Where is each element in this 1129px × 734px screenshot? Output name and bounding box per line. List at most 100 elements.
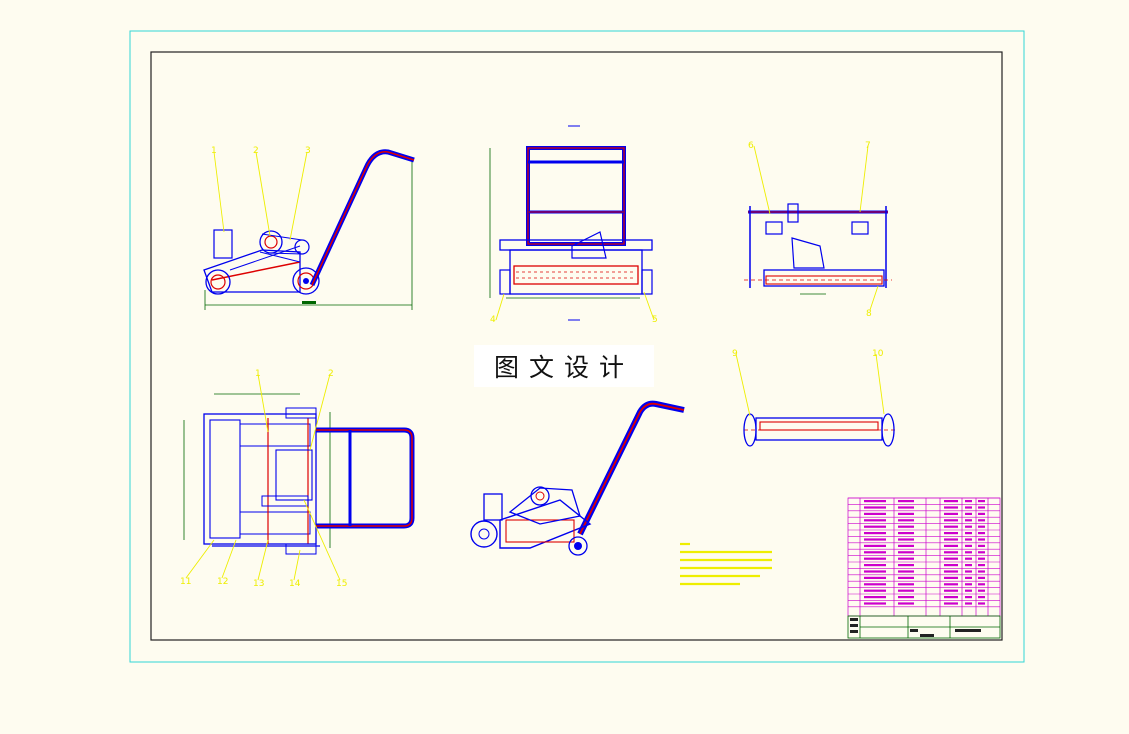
table-cell-fill — [864, 557, 886, 560]
table-cell-fill — [978, 512, 985, 515]
front-callout-1: 1 — [211, 146, 217, 156]
table-cell-fill — [898, 551, 914, 554]
table-cell-fill — [864, 583, 886, 586]
table-cell-fill — [978, 544, 985, 547]
table-cell-fill — [864, 532, 886, 535]
top-callout-2: 2 — [328, 369, 334, 379]
table-cell-fill — [864, 564, 886, 567]
table-cell-fill — [864, 500, 886, 503]
front-view: 1 2 3 — [203, 146, 415, 310]
table-cell-fill — [898, 596, 914, 599]
table-cell-fill — [944, 570, 958, 573]
table-cell-fill — [978, 500, 985, 503]
side-view: 4 5 — [489, 125, 658, 325]
table-cell-fill — [944, 532, 958, 535]
table-cell-fill — [898, 512, 914, 515]
table-cell-fill — [978, 538, 985, 541]
table-cell-fill — [978, 506, 985, 509]
table-cell-fill — [978, 557, 985, 560]
table-cell-fill — [978, 525, 985, 528]
table-cell-fill — [944, 583, 958, 586]
table-cell-fill — [864, 551, 886, 554]
table-cell-fill — [898, 570, 914, 573]
table-cell-fill — [965, 506, 972, 509]
table-cell-fill — [898, 557, 914, 560]
table-cell-fill — [898, 532, 914, 535]
table-cell-fill — [965, 557, 972, 560]
outer-border — [129, 30, 1025, 663]
table-cell-fill — [944, 589, 958, 592]
table-cell-fill — [898, 576, 914, 579]
top-callout-13: 13 — [253, 579, 264, 589]
table-cell-fill — [864, 576, 886, 579]
table-cell-fill — [864, 596, 886, 599]
table-cell-fill — [965, 602, 972, 605]
table-cell-fill — [898, 602, 914, 605]
table-cell-fill — [965, 544, 972, 547]
table-cell-fill — [944, 576, 958, 579]
table-cell-fill — [965, 596, 972, 599]
inner-border — [150, 51, 1003, 641]
table-cell-fill — [898, 538, 914, 541]
table-cell-fill — [944, 500, 958, 503]
parts-table — [847, 497, 1001, 617]
side-callout-4: 4 — [490, 315, 496, 325]
table-cell-fill — [965, 512, 972, 515]
bb-callout-9: 9 — [732, 349, 738, 359]
table-cell-fill — [978, 576, 985, 579]
table-cell-fill — [978, 596, 985, 599]
table-cell-fill — [944, 506, 958, 509]
table-cell-fill — [898, 564, 914, 567]
table-cell-fill — [965, 538, 972, 541]
front-callout-2: 2 — [253, 146, 259, 156]
table-cell-fill — [864, 544, 886, 547]
table-cell-fill — [898, 583, 914, 586]
table-cell-fill — [944, 544, 958, 547]
table-cell-fill — [978, 583, 985, 586]
table-cell-fill — [965, 551, 972, 554]
table-cell-fill — [978, 602, 985, 605]
top-view: 1 2 11 12 13 14 15 — [180, 369, 415, 589]
table-cell-fill — [864, 525, 886, 528]
table-cell-fill — [978, 589, 985, 592]
section-aa-view: 6 7 8 — [744, 141, 892, 319]
isometric-view — [470, 400, 685, 556]
table-cell-fill — [965, 576, 972, 579]
table-cell-fill — [898, 544, 914, 547]
title-block — [847, 615, 1001, 639]
watermark-label: 图文设计 — [474, 345, 654, 387]
table-cell-fill — [898, 500, 914, 503]
top-callout-14: 14 — [289, 579, 301, 589]
table-cell-fill — [864, 519, 886, 522]
table-cell-fill — [978, 532, 985, 535]
top-callout-11: 11 — [180, 577, 191, 587]
front-callout-3: 3 — [305, 146, 311, 156]
table-cell-fill — [898, 519, 914, 522]
table-cell-fill — [898, 525, 914, 528]
table-cell-fill — [944, 538, 958, 541]
table-cell-fill — [965, 570, 972, 573]
top-callout-15: 15 — [336, 579, 347, 589]
table-cell-fill — [944, 512, 958, 515]
table-cell-fill — [944, 596, 958, 599]
table-cell-fill — [864, 570, 886, 573]
aa-callout-8: 8 — [866, 309, 872, 319]
table-cell-fill — [965, 519, 972, 522]
table-cell-fill — [965, 564, 972, 567]
table-cell-fill — [965, 532, 972, 535]
table-cell-fill — [944, 557, 958, 560]
table-cell-fill — [978, 564, 985, 567]
technical-notes — [680, 542, 772, 586]
table-cell-fill — [965, 500, 972, 503]
table-cell-fill — [944, 602, 958, 605]
section-bb-view: 9 10 — [732, 349, 896, 447]
aa-callout-7: 7 — [865, 141, 871, 151]
table-cell-fill — [944, 519, 958, 522]
table-cell-fill — [864, 589, 886, 592]
table-cell-fill — [944, 525, 958, 528]
table-cell-fill — [898, 589, 914, 592]
table-cell-fill — [864, 512, 886, 515]
table-cell-fill — [978, 551, 985, 554]
table-rows — [848, 497, 1000, 608]
